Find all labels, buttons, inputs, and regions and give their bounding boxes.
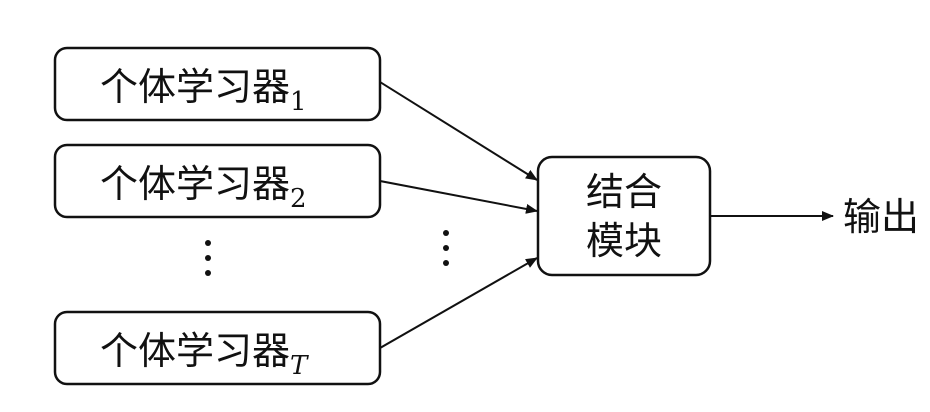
arrow-learner2-to-combiner — [379, 180, 538, 214]
arrow-learner1-to-combiner — [379, 81, 538, 181]
svg-text:个体学习器T: 个体学习器T — [100, 329, 309, 381]
learner-label-1: 个体学习器 — [100, 65, 290, 109]
svg-text:个体学习器1: 个体学习器1 — [100, 65, 307, 117]
arrow-learnert-to-combiner — [379, 257, 538, 349]
arrow-ellipsis — [443, 230, 449, 266]
learner-label-2: 个体学习器 — [100, 162, 290, 206]
learner-subscript-t: T — [290, 351, 309, 381]
combiner-label-line2: 模块 — [586, 219, 662, 263]
learner-box-1: 个体学习器1 — [53, 46, 382, 122]
learner-subscript-1: 1 — [290, 87, 307, 117]
learner-box-2: 个体学习器2 — [53, 143, 382, 219]
combiner-box: 结合 模块 — [536, 155, 712, 277]
learner-ellipsis — [205, 240, 211, 276]
svg-text:个体学习器2: 个体学习器2 — [100, 162, 307, 214]
learner-box-t: 个体学习器T — [53, 310, 382, 386]
learner-subscript-2: 2 — [290, 184, 307, 214]
output-label: 输出 — [843, 195, 919, 239]
learner-label-t: 个体学习器 — [100, 329, 290, 373]
combiner-label-line1: 结合 — [586, 170, 662, 214]
